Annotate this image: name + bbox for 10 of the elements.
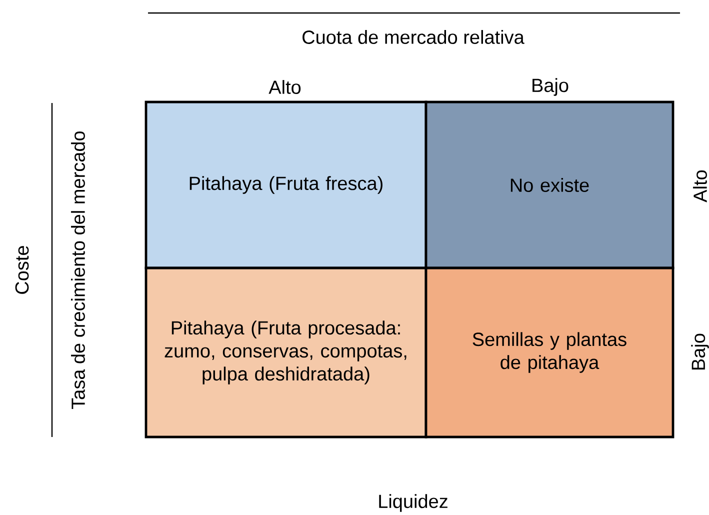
matrix-cell: Pitahaya (Fruta procesada: zumo, conservas, compotas, pulpa deshidratada): [144, 266, 428, 438]
matrix-cell: Semillas y plantas de pitahaya: [424, 266, 674, 438]
matrix-cell: Pitahaya (Fruta fresca): [144, 100, 428, 270]
row-label: Bajo: [691, 334, 709, 370]
matrix-cell: No existe: [424, 100, 674, 270]
row-label: Alto: [693, 170, 707, 202]
axis-title: Tasa de crecimiento del mercado: [71, 131, 85, 409]
axis-title: Cuota de mercado relativa: [302, 30, 524, 44]
axis-title: Coste: [15, 246, 29, 294]
axis-title: Liquidez: [379, 494, 448, 512]
